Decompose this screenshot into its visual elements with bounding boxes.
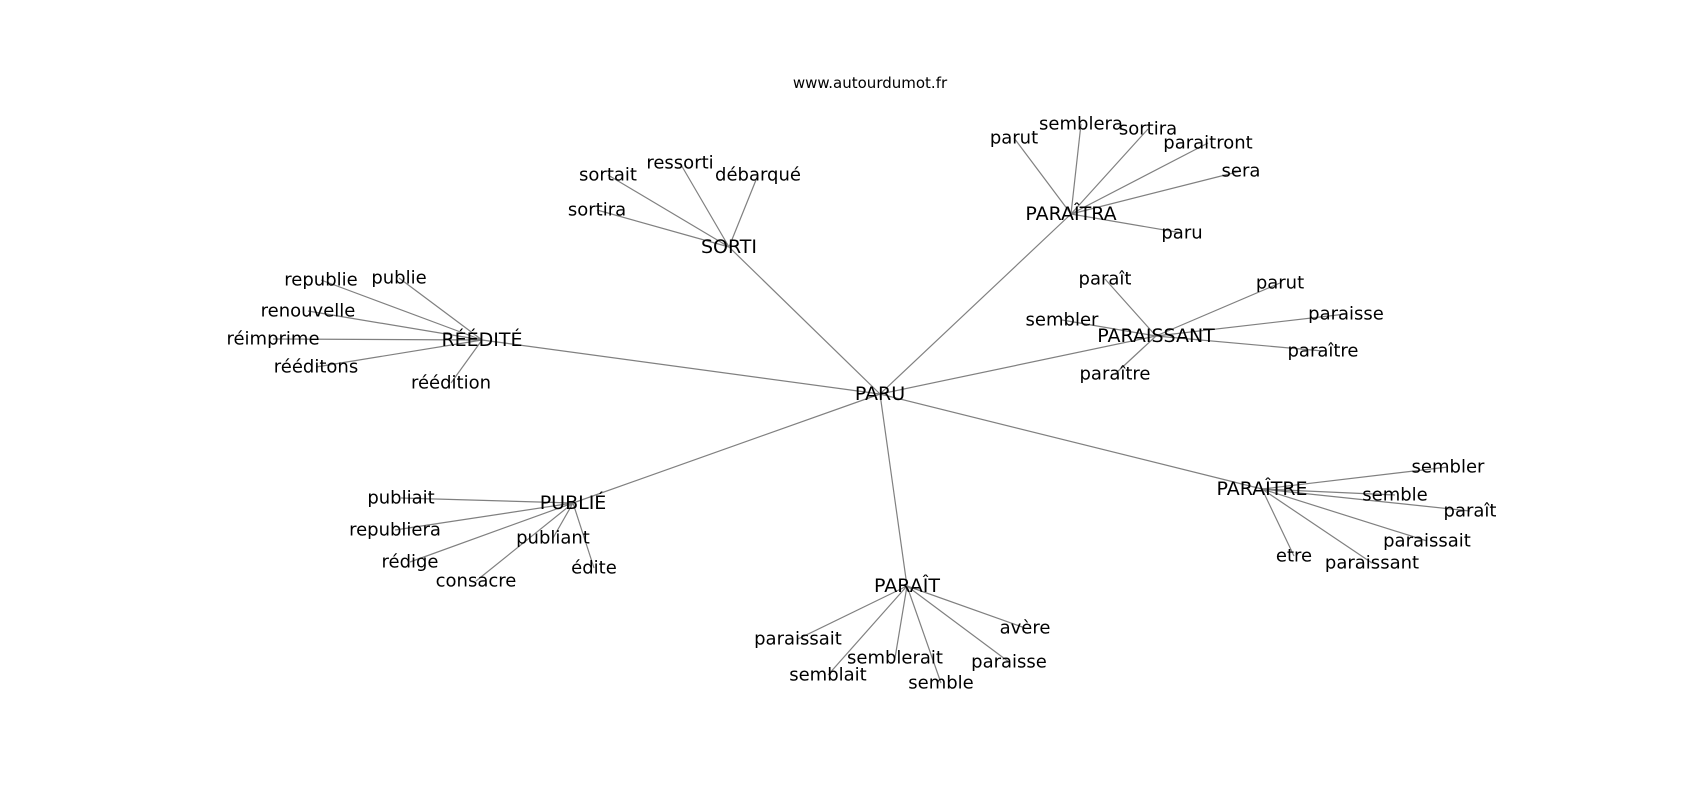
edge-hub-leaf [272, 338, 483, 341]
edge-hub-leaf [1155, 313, 1347, 337]
leaf-node[interactable]: réédition [411, 373, 491, 394]
edge-center-hub [879, 393, 908, 587]
hub-node[interactable]: PARAÎTRE [1216, 477, 1307, 500]
edge-hub-leaf [906, 585, 942, 684]
leaf-node[interactable]: paraitront [1163, 133, 1252, 154]
leaf-node[interactable]: paraisse [971, 652, 1047, 673]
edge-hub-leaf [1070, 123, 1082, 215]
leaf-node[interactable]: débarqué [715, 165, 801, 186]
edge-hub-leaf [1070, 170, 1242, 215]
leaf-node[interactable]: paraissait [754, 629, 842, 650]
leaf-node[interactable]: paraît [1444, 501, 1497, 522]
edge-hub-leaf [906, 585, 1026, 629]
edge-hub-leaf [400, 497, 574, 504]
leaf-node[interactable]: paraissait [1383, 531, 1471, 552]
edge-center-hub [879, 213, 1072, 395]
leaf-node[interactable]: sembler [1412, 457, 1485, 478]
edge-hub-leaf [1261, 488, 1396, 496]
edge-hub-leaf [1013, 137, 1072, 215]
edge-center-hub [481, 339, 881, 395]
leaf-node[interactable]: publiant [516, 528, 590, 549]
edge-hub-leaf [1114, 335, 1157, 375]
edge-hub-leaf [1155, 282, 1281, 337]
edge-hub-leaf [552, 502, 574, 539]
edge-hub-leaf [475, 502, 574, 582]
leaf-node[interactable]: paru [1161, 223, 1202, 244]
edge-center-hub [879, 335, 1157, 395]
leaf-node[interactable]: semble [1362, 485, 1428, 506]
hub-node[interactable]: SORTI [701, 236, 757, 258]
center-node[interactable]: PARU [855, 383, 905, 405]
hub-node[interactable]: PARAÎTRA [1025, 202, 1116, 225]
leaf-node[interactable]: sortira [1119, 119, 1177, 140]
edge-hub-leaf [320, 279, 483, 341]
edge-hub-leaf [679, 162, 730, 248]
edge-hub-leaf [1261, 488, 1373, 564]
leaf-node[interactable]: sembler [1026, 310, 1099, 331]
edge-hub-leaf [1070, 128, 1149, 215]
leaf-node[interactable]: publiait [367, 488, 434, 509]
leaf-node[interactable]: semblera [1039, 114, 1123, 135]
edge-hub-leaf [409, 502, 574, 563]
leaf-node[interactable]: rééditons [274, 357, 358, 378]
leaf-node[interactable]: consacre [436, 571, 517, 592]
edge-hub-leaf [728, 174, 759, 248]
leaf-node[interactable]: renouvelle [261, 301, 356, 322]
edge-hub-leaf [307, 310, 483, 341]
edge-hub-leaf [1261, 488, 1471, 512]
edge-hub-leaf [1261, 488, 1428, 542]
edge-hub-leaf [1261, 488, 1295, 557]
edge-hub-leaf [894, 585, 908, 659]
leaf-node[interactable]: republiera [349, 520, 441, 541]
hub-node[interactable]: PUBLIÉ [540, 491, 607, 514]
edge-hub-leaf [906, 585, 1010, 663]
graph-edges [272, 123, 1471, 684]
leaf-node[interactable]: paraître [1079, 364, 1150, 385]
leaf-node[interactable]: rédige [381, 552, 438, 573]
leaf-node[interactable]: sortait [579, 165, 637, 186]
edge-hub-leaf [398, 277, 483, 341]
leaf-node[interactable]: paraisse [1308, 304, 1384, 325]
edge-hub-leaf [315, 339, 483, 368]
leaf-node[interactable]: paraissant [1325, 553, 1419, 574]
leaf-node[interactable]: semblait [789, 665, 867, 686]
leaf-node[interactable]: paraître [1287, 341, 1358, 362]
leaf-node[interactable]: etre [1276, 546, 1312, 567]
edge-hub-leaf [450, 339, 483, 384]
leaf-node[interactable]: ressorti [646, 153, 713, 174]
edge-center-hub [572, 393, 881, 504]
edge-hub-leaf [572, 502, 595, 569]
hub-node[interactable]: PARAISSANT [1097, 325, 1215, 347]
leaf-node[interactable]: réimprime [226, 329, 319, 350]
leaf-node[interactable]: semblerait [847, 648, 943, 669]
edge-hub-leaf [394, 502, 574, 531]
leaf-node[interactable]: parut [1256, 273, 1304, 294]
leaf-node[interactable]: semble [908, 673, 974, 694]
source-label: www.autourdumot.fr [793, 74, 948, 92]
leaf-node[interactable]: publie [371, 268, 426, 289]
edge-center-hub [879, 393, 1263, 490]
leaf-node[interactable]: sera [1222, 161, 1261, 182]
leaf-node[interactable]: republie [284, 270, 357, 291]
edge-center-hub [728, 246, 881, 395]
leaf-node[interactable]: avère [1000, 618, 1051, 639]
edge-hub-leaf [1261, 466, 1449, 490]
leaf-node[interactable]: parut [990, 128, 1038, 149]
edge-hub-leaf [797, 585, 908, 640]
hub-node[interactable]: PARAÎT [874, 574, 940, 597]
edge-hub-leaf [1061, 319, 1157, 337]
leaf-node[interactable]: sortira [568, 200, 626, 221]
leaf-node[interactable]: édite [571, 558, 617, 579]
edge-hub-leaf [1070, 142, 1209, 215]
edge-hub-leaf [1155, 335, 1324, 352]
hub-node[interactable]: RÉÉDITÉ [441, 328, 522, 351]
edge-hub-leaf [827, 585, 908, 676]
edge-hub-leaf [596, 209, 730, 248]
leaf-node[interactable]: paraît [1079, 269, 1132, 290]
edge-hub-leaf [1070, 213, 1183, 234]
edge-hub-leaf [607, 174, 730, 248]
edge-hub-leaf [1104, 278, 1157, 337]
